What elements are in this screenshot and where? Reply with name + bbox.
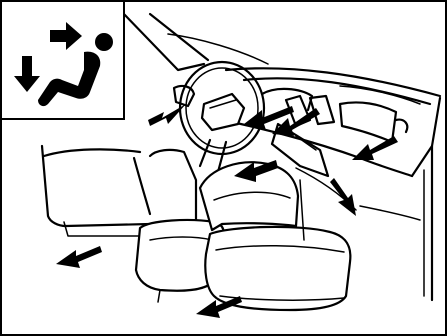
mode-icon-frame <box>1 1 124 119</box>
mode-icon-inset <box>1 1 124 119</box>
